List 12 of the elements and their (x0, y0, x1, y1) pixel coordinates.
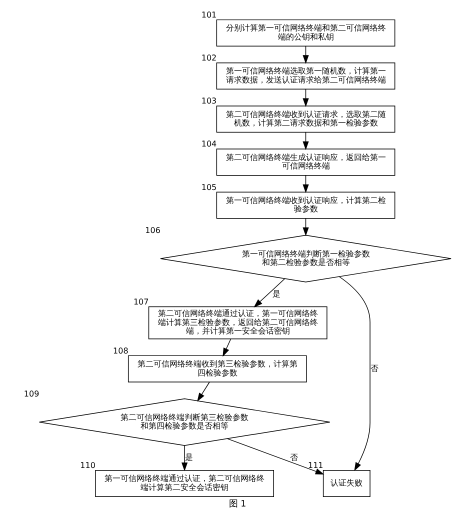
caption: 图 1 (228, 500, 246, 510)
arrow (302, 46, 308, 64)
arrow (226, 438, 324, 474)
arrow (253, 278, 285, 308)
arrow (338, 276, 370, 472)
arrow (302, 88, 308, 107)
arrow (181, 445, 188, 472)
arrow (222, 338, 231, 357)
arrow (196, 382, 210, 402)
arrow (302, 132, 308, 150)
arrow (302, 218, 308, 236)
arrow (302, 175, 308, 194)
